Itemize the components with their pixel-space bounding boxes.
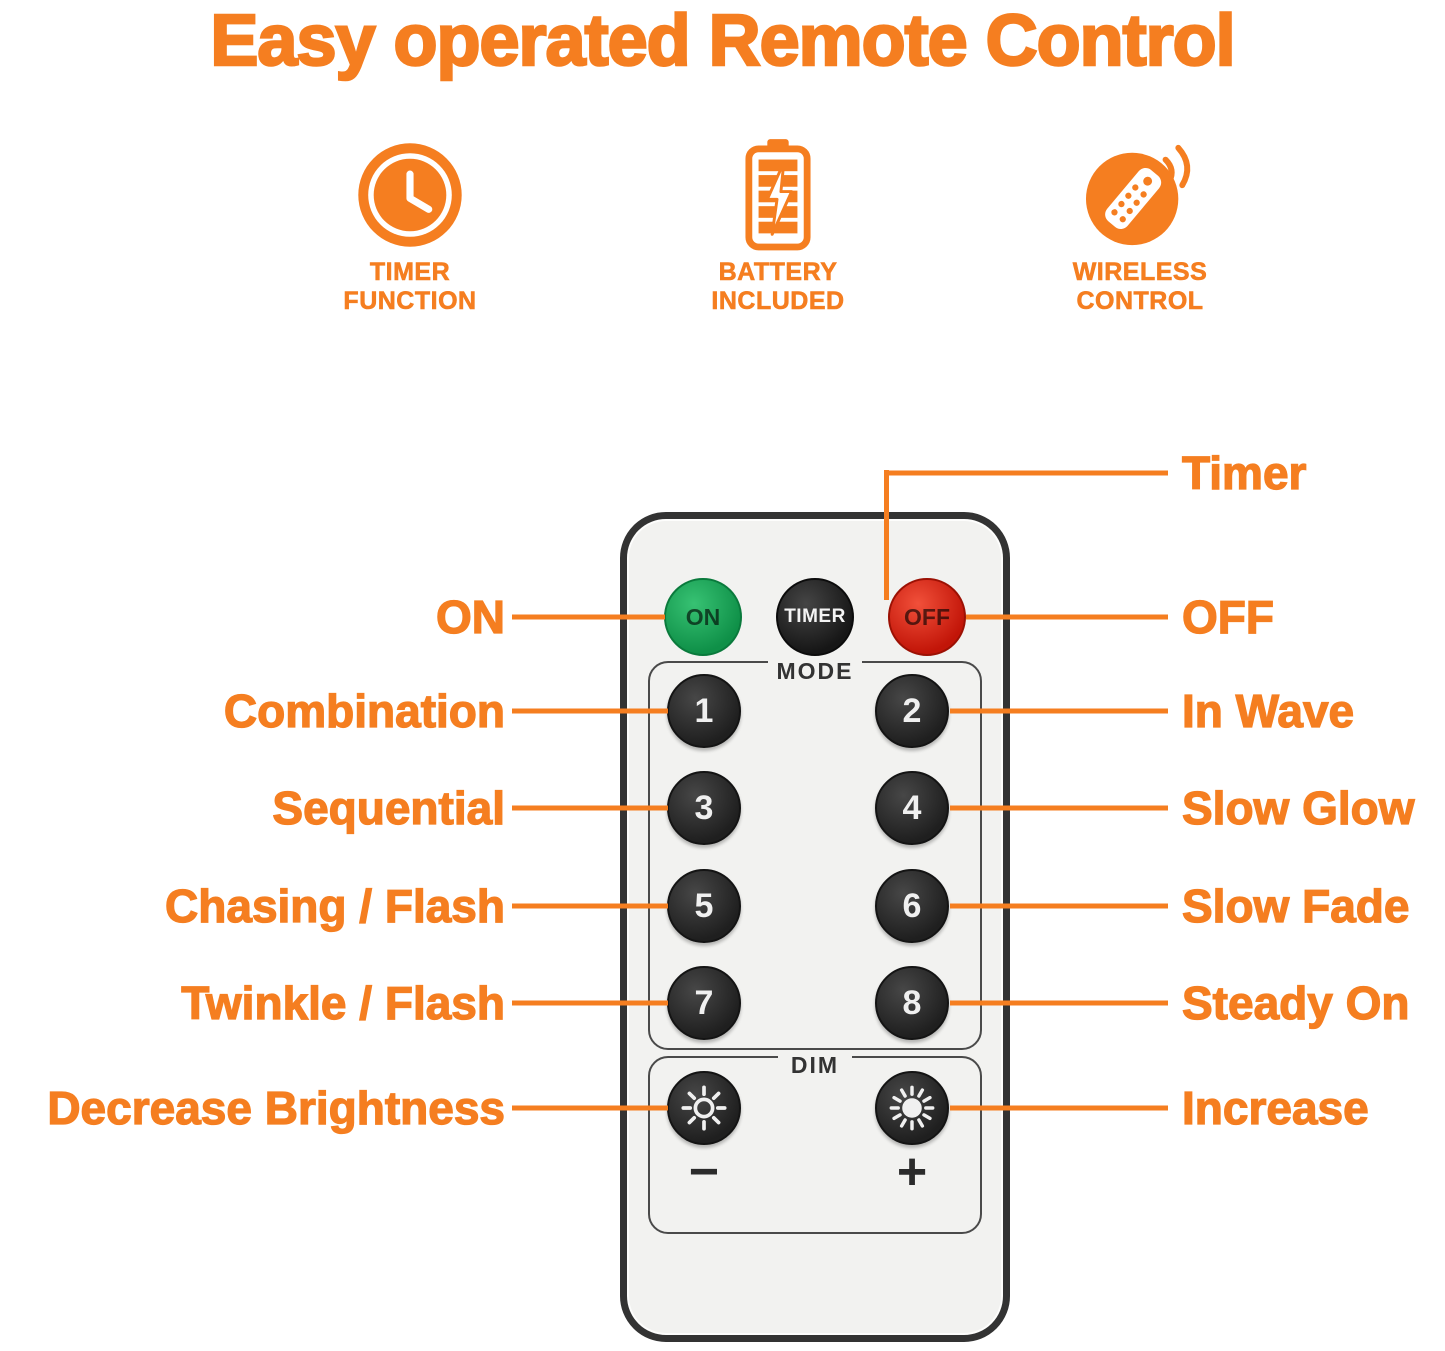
annotation-in-wave: In Wave bbox=[1181, 684, 1355, 737]
mode-button-5: 5 bbox=[667, 869, 741, 943]
annotation-twinkle-flash: Twinkle / Flash bbox=[181, 976, 506, 1029]
dim-minus-sign: − bbox=[688, 1143, 720, 1201]
annotation-increase: Increase bbox=[1181, 1081, 1369, 1134]
dim-section-label: DIM bbox=[778, 1052, 852, 1079]
leader-line-sequential bbox=[512, 805, 668, 811]
battery-icon bbox=[744, 138, 812, 252]
leader-line-chasing-flash bbox=[512, 903, 668, 909]
feature-label-line: WIRELESS bbox=[1072, 258, 1208, 287]
brightness-up-button bbox=[875, 1071, 949, 1145]
mode-button-6: 6 bbox=[875, 869, 949, 943]
feature-battery-label: BATTERY INCLUDED bbox=[711, 258, 844, 316]
feature-label-line: INCLUDED bbox=[711, 286, 845, 315]
off-button: OFF bbox=[888, 578, 966, 656]
mode-section-label: MODE bbox=[768, 658, 862, 685]
mode-button-7: 7 bbox=[667, 966, 741, 1040]
feature-battery-included: BATTERY INCLUDED bbox=[658, 138, 898, 316]
leader-line-slow-glow bbox=[950, 805, 1168, 811]
dim-plus-sign: + bbox=[896, 1143, 928, 1201]
feature-wireless-label: WIRELESS CONTROL bbox=[1072, 258, 1208, 316]
leader-line-increase bbox=[950, 1105, 1168, 1111]
mode-button-8: 8 bbox=[875, 966, 949, 1040]
sun-filled-icon bbox=[889, 1085, 935, 1131]
annotation-timer: Timer bbox=[1181, 446, 1307, 499]
annotation-combination: Combination bbox=[223, 684, 505, 737]
leader-line-off bbox=[966, 614, 1168, 620]
leader-line-decrease bbox=[512, 1105, 668, 1111]
annotation-steady-on: Steady On bbox=[1181, 976, 1410, 1029]
feature-label-line: BATTERY bbox=[718, 258, 838, 287]
leader-line-timer-horizontal bbox=[884, 470, 1168, 476]
mode-button-2: 2 bbox=[875, 674, 949, 748]
feature-label-line: CONTROL bbox=[1076, 286, 1204, 315]
annotation-off: OFF bbox=[1181, 590, 1274, 643]
leader-line-steady-on bbox=[950, 1000, 1168, 1006]
mode-button-4: 4 bbox=[875, 771, 949, 845]
feature-label-line: TIMER bbox=[369, 258, 451, 287]
leader-line-slow-fade bbox=[950, 903, 1168, 909]
annotation-slow-glow: Slow Glow bbox=[1181, 781, 1415, 834]
brightness-down-button bbox=[667, 1071, 741, 1145]
leader-line-in-wave bbox=[950, 708, 1168, 714]
timer-button: TIMER bbox=[776, 578, 854, 656]
sun-outline-icon bbox=[681, 1085, 727, 1131]
annotation-chasing-flash: Chasing / Flash bbox=[164, 879, 505, 932]
feature-timer-function: TIMER FUNCTION bbox=[290, 138, 530, 316]
mode-button-1: 1 bbox=[667, 674, 741, 748]
annotation-decrease-brightness: Decrease Brightness bbox=[47, 1081, 506, 1134]
mode-button-3: 3 bbox=[667, 771, 741, 845]
feature-label-line: FUNCTION bbox=[343, 286, 477, 315]
leader-line-on bbox=[512, 614, 665, 620]
page-title: Easy operated Remote Control bbox=[209, 0, 1237, 82]
feature-timer-label: TIMER FUNCTION bbox=[343, 258, 476, 316]
leader-line-combination bbox=[512, 708, 668, 714]
feature-wireless-control: WIRELESS CONTROL bbox=[1020, 138, 1260, 316]
timer-clock-icon bbox=[355, 138, 465, 252]
annotation-sequential: Sequential bbox=[272, 781, 506, 834]
leader-line-twinkle-flash bbox=[512, 1000, 668, 1006]
annotation-slow-fade: Slow Fade bbox=[1181, 879, 1410, 932]
annotation-on: ON bbox=[435, 590, 505, 643]
on-button: ON bbox=[664, 578, 742, 656]
leader-line-timer-vertical bbox=[884, 470, 889, 600]
wireless-remote-icon bbox=[1081, 138, 1199, 252]
